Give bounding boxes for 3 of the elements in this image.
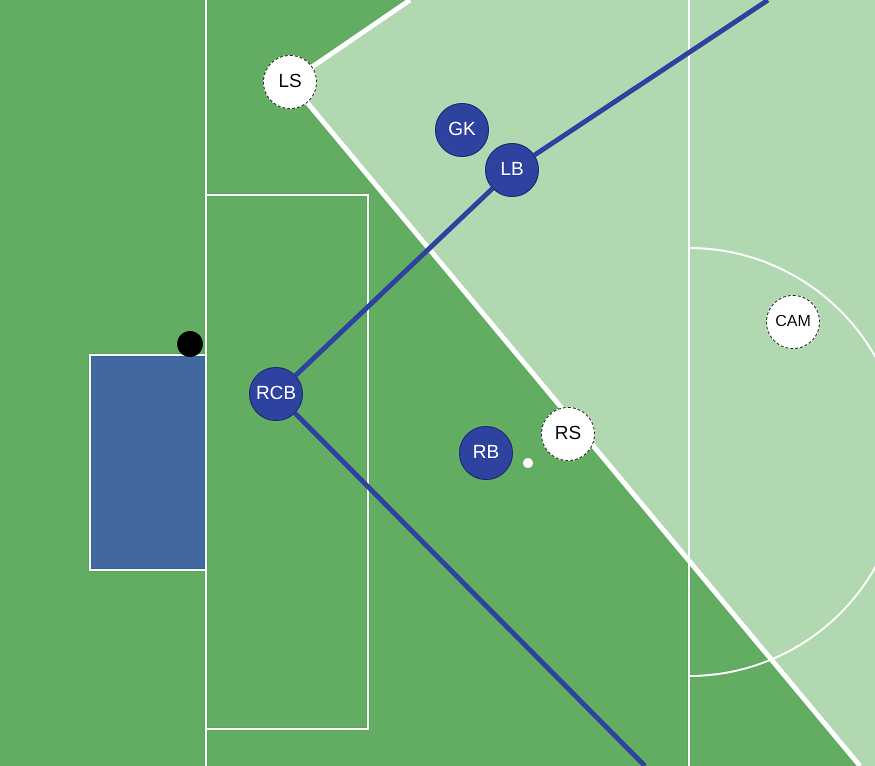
line	[294, 186, 494, 378]
line	[293, 411, 647, 766]
line	[533, 0, 770, 158]
